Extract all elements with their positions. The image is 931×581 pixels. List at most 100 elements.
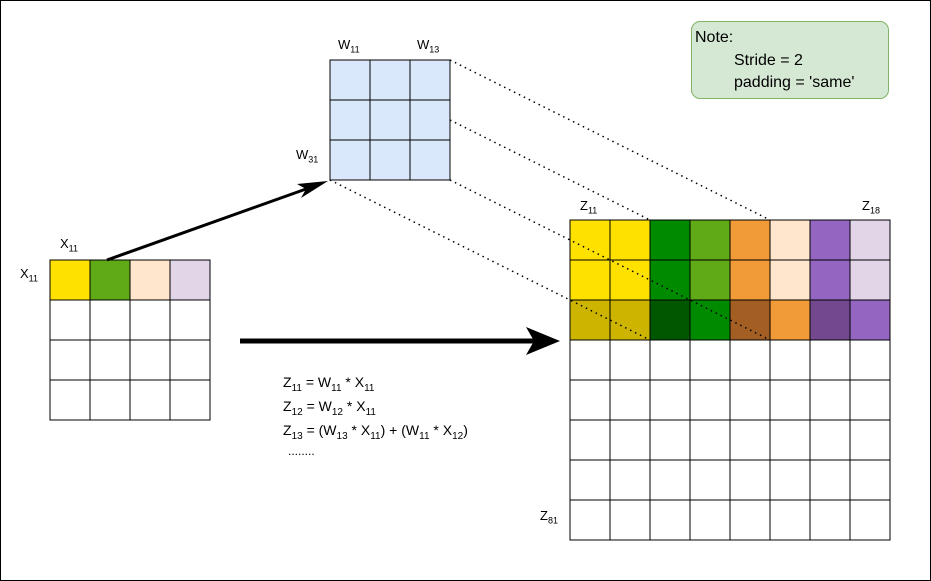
output-cell-1-4 [689, 219, 731, 261]
kernel-cell-3-3 [409, 139, 451, 181]
kernel-grid [329, 59, 451, 181]
output-cell-8-8 [849, 499, 891, 541]
output-cell-6-8 [849, 419, 891, 461]
output-cell-2-7 [809, 259, 851, 301]
input-cell-4-2 [89, 379, 131, 421]
output-cell-3-6 [769, 299, 811, 341]
projection-line-4 [329, 179, 651, 341]
output-cell-1-5 [729, 219, 771, 261]
equation-z11: Z11 = W11 * X11 [283, 374, 375, 394]
output-cell-3-2 [609, 299, 651, 341]
output-cell-1-8 [849, 219, 891, 261]
output-cell-5-6 [769, 379, 811, 421]
output-cell-3-3 [649, 299, 691, 341]
output-cell-3-1 [569, 299, 611, 341]
output-cell-6-7 [809, 419, 851, 461]
output-cell-1-2 [609, 219, 651, 261]
output-cell-8-2 [609, 499, 651, 541]
output-cell-4-8 [849, 339, 891, 381]
output-cell-2-8 [849, 259, 891, 301]
output-cell-8-1 [569, 499, 611, 541]
input-to-output-arrowhead [526, 327, 560, 355]
input-label-left: X11 [20, 266, 39, 284]
output-cell-5-8 [849, 379, 891, 421]
output-cell-2-1 [569, 259, 611, 301]
output-label-z11: Z11 [580, 198, 598, 216]
output-cell-5-3 [649, 379, 691, 421]
input-cell-3-1 [49, 339, 91, 381]
output-label-z81: Z81 [540, 508, 558, 526]
projection-line-2 [449, 119, 651, 221]
input-cell-4-3 [129, 379, 171, 421]
output-cell-2-5 [729, 259, 771, 301]
input-cell-3-4 [169, 339, 211, 381]
output-cell-6-5 [729, 419, 771, 461]
input-cell-4-1 [49, 379, 91, 421]
kernel-label-w13: W13 [417, 37, 440, 55]
output-cell-8-5 [729, 499, 771, 541]
output-cell-5-7 [809, 379, 851, 421]
output-cell-2-6 [769, 259, 811, 301]
kernel-cell-1-1 [329, 59, 371, 101]
output-cell-7-1 [569, 459, 611, 501]
input-grid [49, 259, 211, 421]
note-stride: Stride = 2 [734, 52, 803, 69]
input-to-kernel-arrow [106, 187, 307, 262]
note-box: Note: Stride = 2 padding = 'same' [691, 21, 889, 99]
output-cell-4-4 [689, 339, 731, 381]
input-cell-1-4 [169, 259, 211, 301]
output-cell-7-2 [609, 459, 651, 501]
kernel-label-w11: W11 [338, 37, 360, 55]
equation-ellipsis: ........ [288, 444, 315, 458]
kernel-cell-1-2 [369, 59, 411, 101]
output-cell-6-2 [609, 419, 651, 461]
kernel-cell-2-2 [369, 99, 411, 141]
output-cell-4-2 [609, 339, 651, 381]
kernel-cell-3-2 [369, 139, 411, 181]
input-cell-3-3 [129, 339, 171, 381]
output-cell-5-2 [609, 379, 651, 421]
output-cell-7-5 [729, 459, 771, 501]
input-cell-2-1 [49, 299, 91, 341]
output-cell-7-8 [849, 459, 891, 501]
input-cell-2-3 [129, 299, 171, 341]
output-grid [569, 219, 891, 541]
output-cell-3-8 [849, 299, 891, 341]
equation-z12: Z12 = W12 * X11 [283, 398, 376, 418]
output-cell-2-3 [649, 259, 691, 301]
kernel-cell-2-1 [329, 99, 371, 141]
output-cell-8-4 [689, 499, 731, 541]
equation-z13: Z13 = (W13 * X11) + (W11 * X12) [283, 422, 468, 442]
output-cell-7-3 [649, 459, 691, 501]
output-cell-5-5 [729, 379, 771, 421]
kernel-cell-3-1 [329, 139, 371, 181]
input-cell-4-4 [169, 379, 211, 421]
input-cell-2-2 [89, 299, 131, 341]
kernel-label-w31: W31 [296, 147, 319, 165]
kernel-cell-1-3 [409, 59, 451, 101]
output-cell-4-6 [769, 339, 811, 381]
output-cell-2-4 [689, 259, 731, 301]
note-padding: padding = 'same' [734, 74, 855, 91]
input-to-kernel-arrowhead [297, 181, 328, 198]
output-cell-4-7 [809, 339, 851, 381]
output-cell-7-7 [809, 459, 851, 501]
output-cell-5-1 [569, 379, 611, 421]
output-cell-2-2 [609, 259, 651, 301]
projection-line-1 [449, 59, 771, 221]
output-cell-4-1 [569, 339, 611, 381]
input-cell-1-1 [49, 259, 91, 301]
output-cell-1-1 [569, 219, 611, 261]
output-cell-6-4 [689, 419, 731, 461]
output-cell-1-6 [769, 219, 811, 261]
note-title: Note: [695, 29, 734, 46]
output-label-z18: Z18 [862, 198, 880, 216]
output-cell-6-3 [649, 419, 691, 461]
output-cell-7-6 [769, 459, 811, 501]
output-cell-5-4 [689, 379, 731, 421]
output-cell-3-7 [809, 299, 851, 341]
output-cell-3-5 [729, 299, 771, 341]
kernel-cell-2-3 [409, 99, 451, 141]
